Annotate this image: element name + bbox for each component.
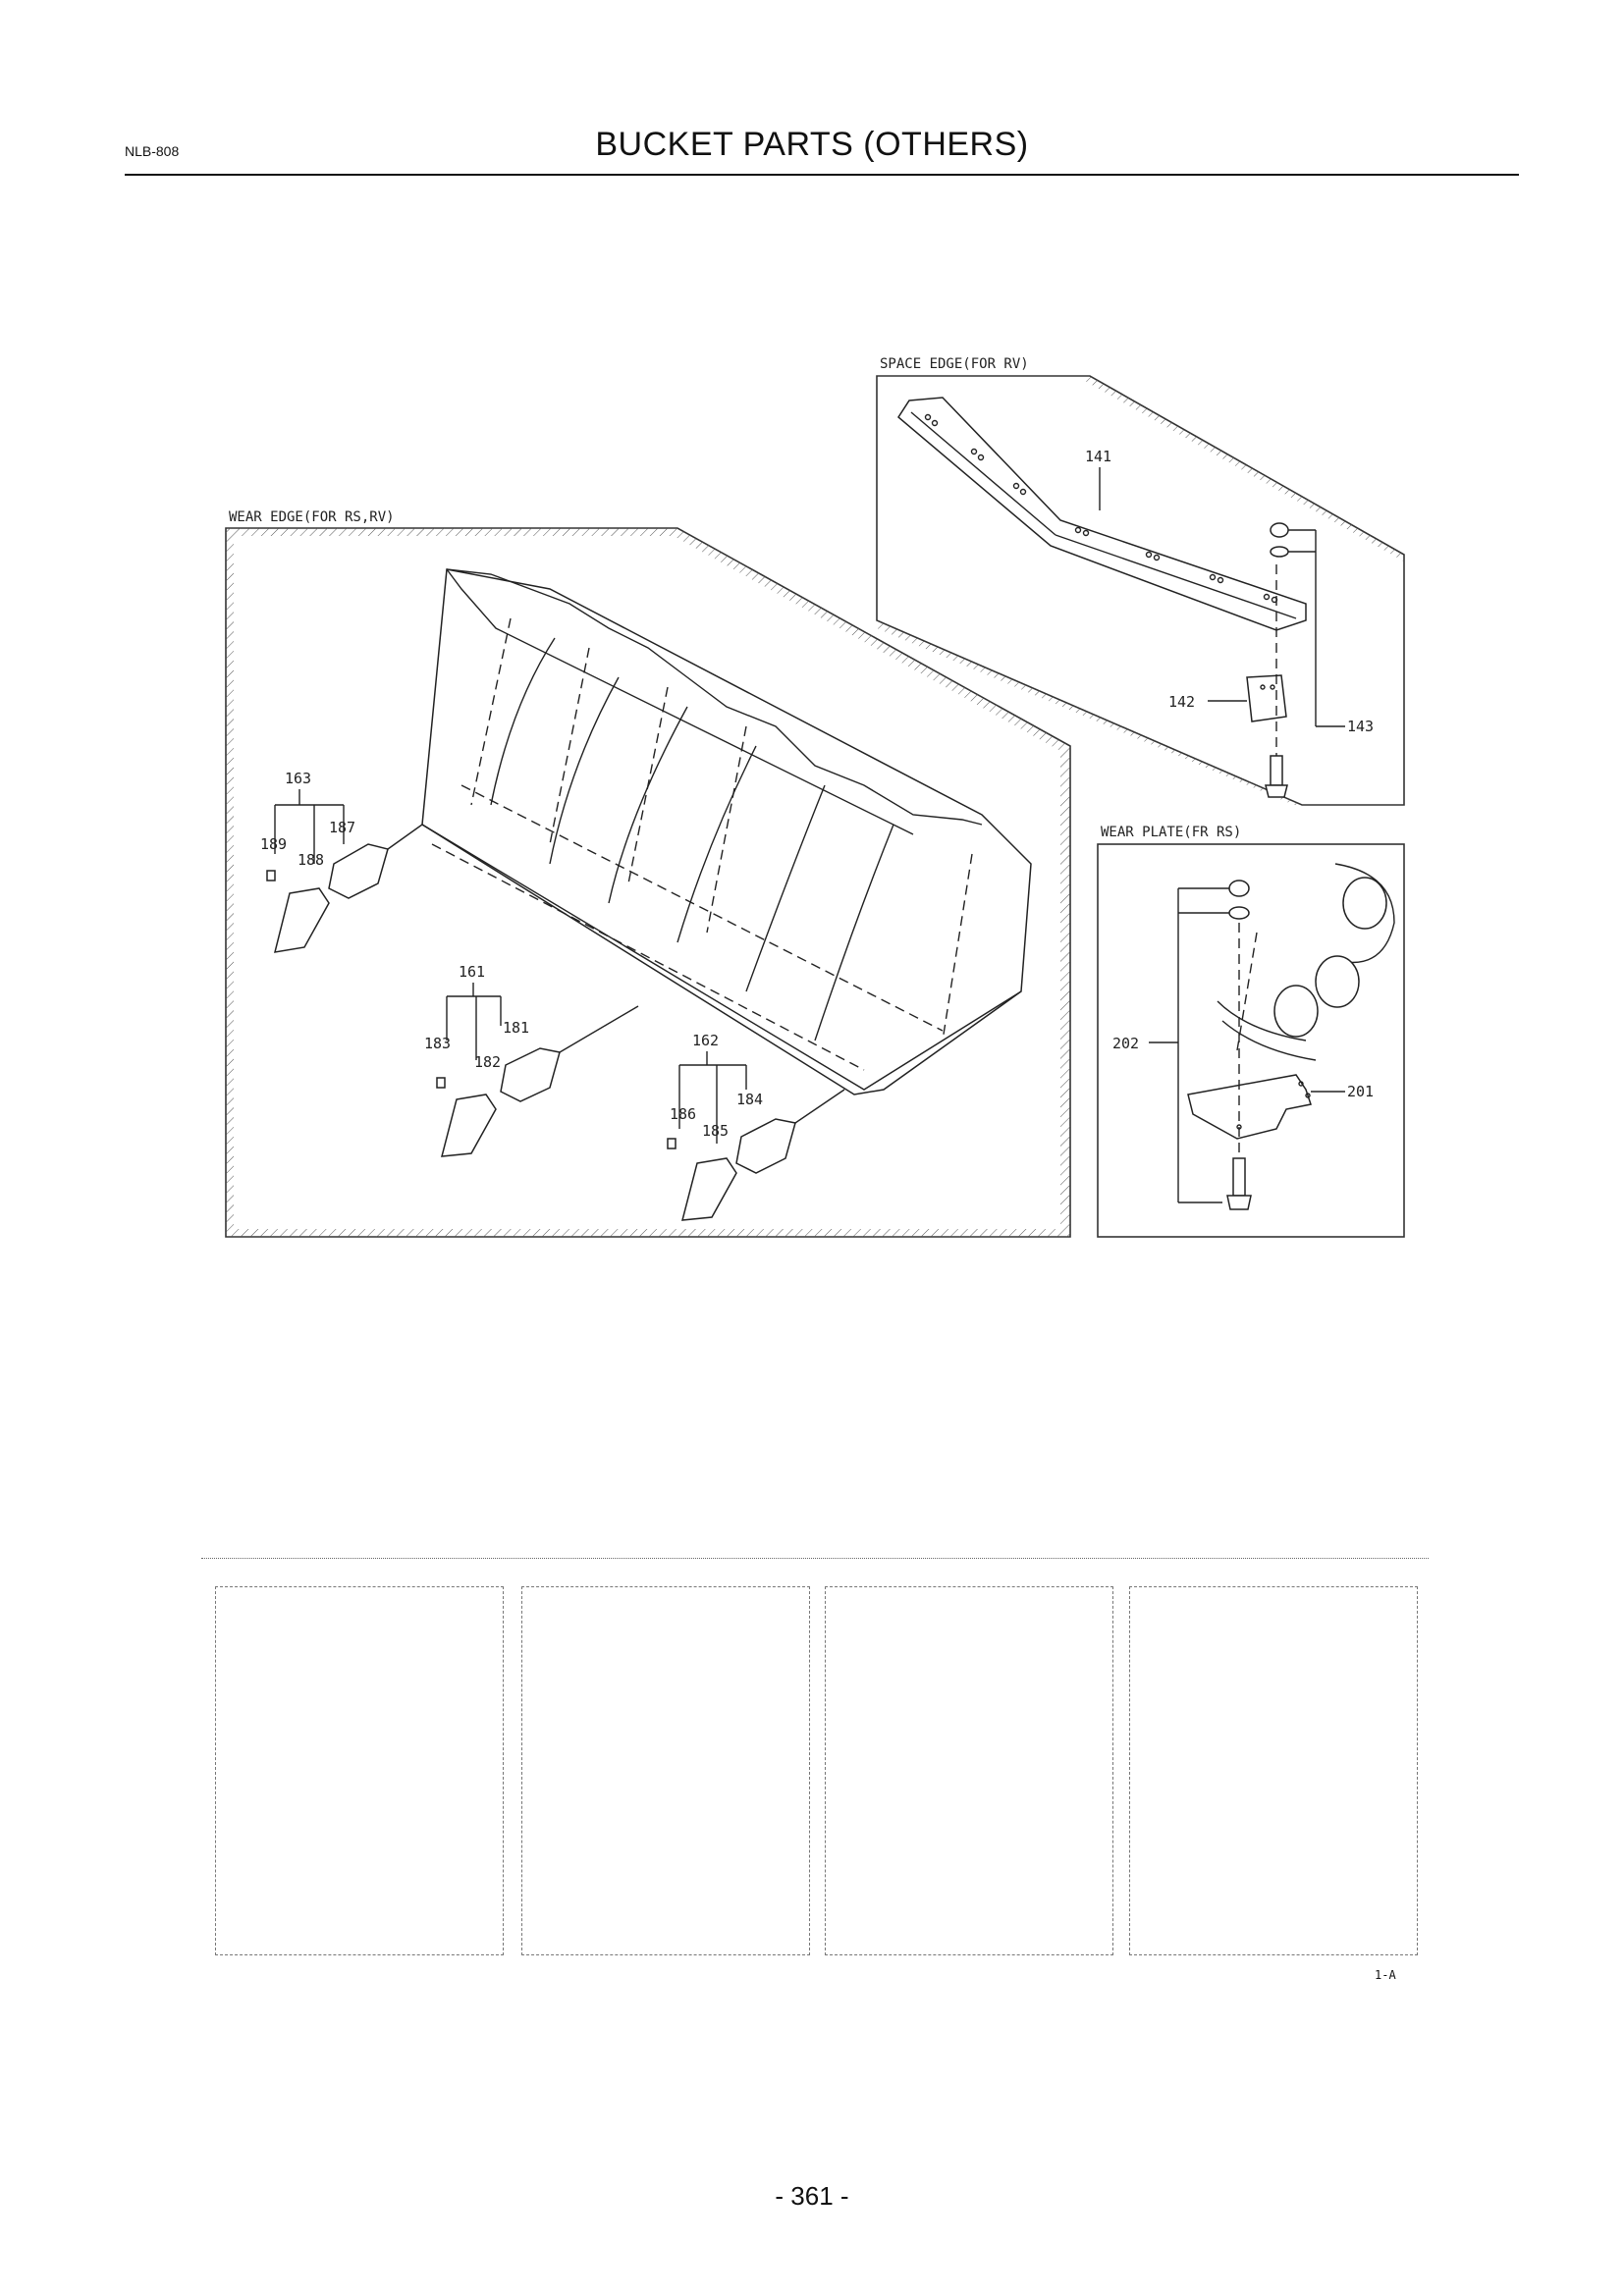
section-separator — [201, 1558, 1429, 1559]
empty-table-box-4 — [1129, 1586, 1418, 1955]
callout-185: 185 — [702, 1122, 729, 1140]
callout-161: 161 — [459, 963, 485, 981]
page-title: BUCKET PARTS (OTHERS) — [595, 126, 1029, 163]
callout-141: 141 — [1085, 448, 1111, 465]
callout-187: 187 — [329, 819, 355, 836]
wear-plate-panel: WEAR PLATE(FR RS) 202 201 — [1097, 825, 1405, 1238]
wear-plate-label: WEAR PLATE(FR RS) — [1101, 825, 1241, 840]
callout-181: 181 — [503, 1019, 529, 1037]
space-edge-panel: SPACE EDGE(FOR RV) 141 143 142 — [876, 356, 1405, 806]
header-rule — [125, 174, 1519, 176]
boxes-reference-note: 1-A — [1375, 1968, 1396, 1982]
space-edge-label: SPACE EDGE(FOR RV) — [880, 356, 1029, 372]
empty-table-box-3 — [825, 1586, 1113, 1955]
wear-edge-label: WEAR EDGE(FOR RS,RV) — [229, 509, 395, 525]
callout-202: 202 — [1112, 1035, 1139, 1052]
parts-diagram: SPACE EDGE(FOR RV) 141 143 142 — [225, 356, 1405, 1238]
document-code: NLB-808 — [125, 143, 180, 159]
callout-201: 201 — [1347, 1083, 1374, 1100]
callout-186: 186 — [670, 1105, 696, 1123]
empty-table-box-1 — [215, 1586, 504, 1955]
callout-163: 163 — [285, 770, 311, 787]
page-number: - 361 - — [775, 2181, 849, 2211]
callout-143: 143 — [1347, 718, 1374, 735]
callout-182: 182 — [474, 1053, 501, 1071]
callout-188: 188 — [298, 851, 324, 869]
callout-189: 189 — [260, 835, 287, 853]
empty-table-box-2 — [521, 1586, 810, 1955]
callout-142: 142 — [1168, 693, 1195, 711]
callout-183: 183 — [424, 1035, 451, 1052]
callout-184: 184 — [736, 1091, 763, 1108]
callout-162: 162 — [692, 1032, 719, 1049]
wear-edge-panel: WEAR EDGE(FOR RS,RV) 163 189 187 188 — [225, 509, 1071, 1238]
